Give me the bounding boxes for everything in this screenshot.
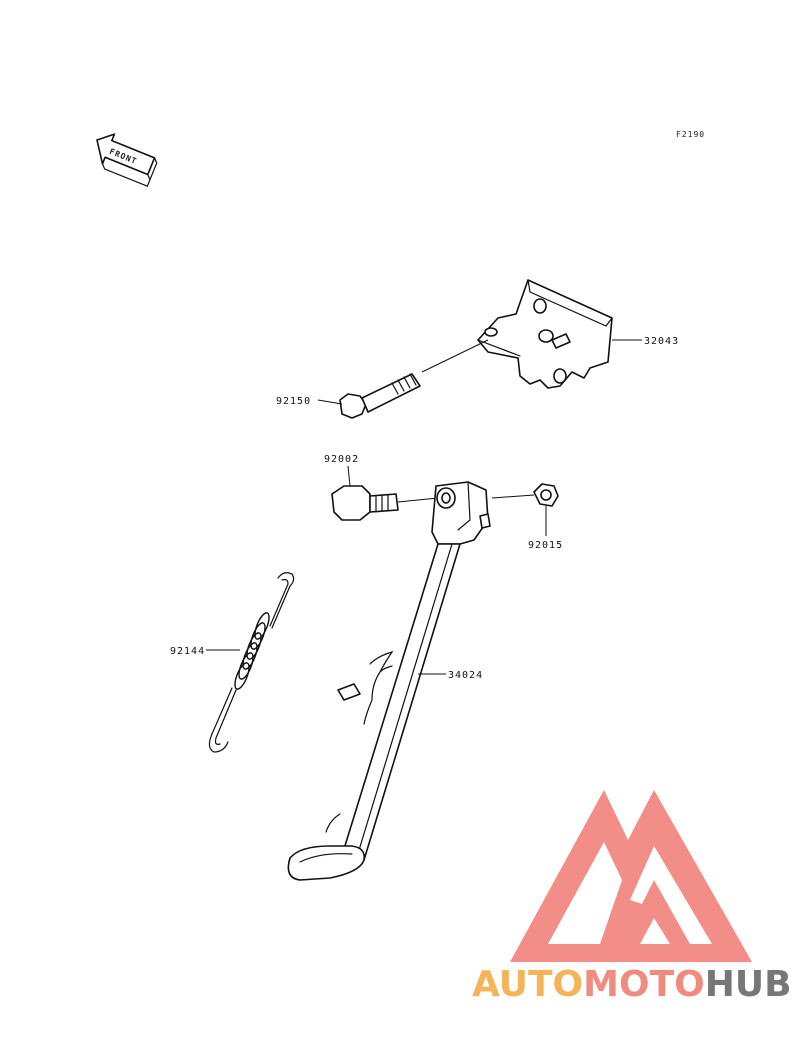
label-92144: 92144 — [170, 646, 205, 657]
bracket-bolt — [339, 373, 421, 419]
front-arrow-icon: FRONT — [96, 133, 158, 188]
watermark-auto: AUTO — [472, 964, 583, 1005]
nut — [533, 483, 559, 507]
label-32043: 32043 — [644, 336, 679, 347]
watermark-triangle — [510, 790, 752, 962]
side-stand — [287, 481, 491, 881]
pivot-label-line — [347, 465, 351, 487]
stand-bracket — [477, 279, 613, 389]
bolt-leader-line — [421, 339, 489, 373]
watermark-moto: MOTO — [583, 964, 705, 1005]
label-34024: 34024 — [448, 670, 483, 681]
watermark-text: AUTOMOTOHUB — [472, 964, 792, 1005]
pivot-bolt — [331, 485, 399, 521]
label-92015: 92015 — [528, 540, 563, 551]
stand-spring — [208, 572, 295, 753]
diagram-code: F2190 — [676, 130, 705, 139]
label-92002: 92002 — [324, 454, 359, 465]
bolt-label-line — [317, 399, 343, 405]
watermark-hub: HUB — [705, 964, 792, 1005]
pivot-leader-line — [397, 497, 439, 503]
nut-leader-line — [491, 494, 535, 499]
watermark-logo — [510, 790, 752, 962]
label-92150: 92150 — [276, 396, 311, 407]
